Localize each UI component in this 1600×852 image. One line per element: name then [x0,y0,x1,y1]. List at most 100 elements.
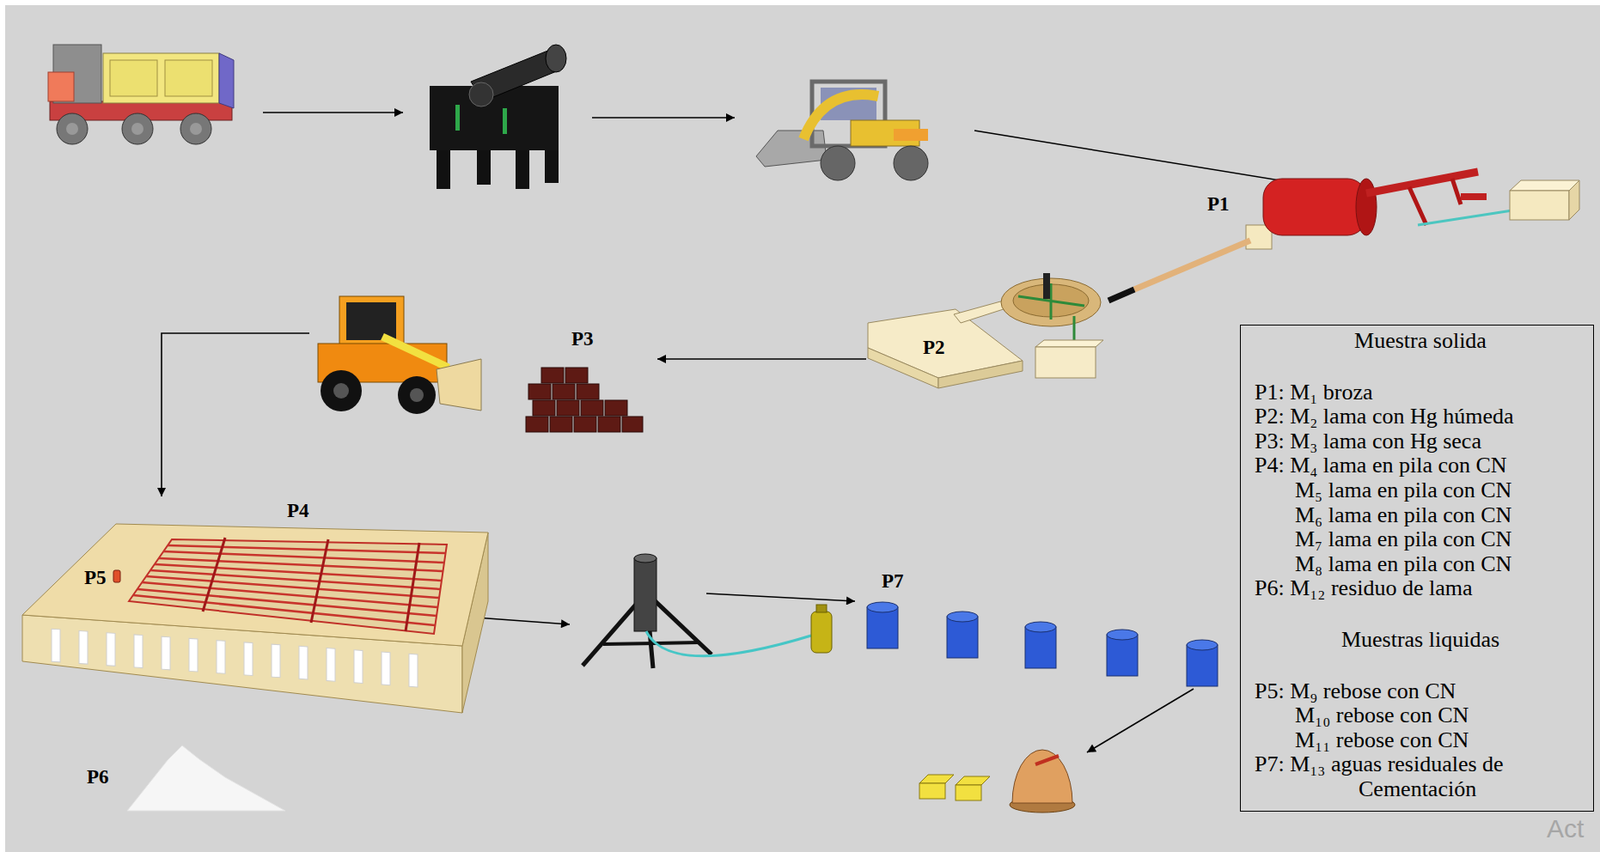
cementation-cylinders [867,602,898,613]
leach-pad [158,558,443,572]
adobe-bricks [604,400,628,416]
leach-pad [216,641,226,675]
cementation-cylinders [867,607,898,649]
leach-pad [409,653,418,688]
key-entry: P4: M₄ lama en pila con CN [1254,453,1587,479]
smelting-furnace [1009,750,1075,813]
flow-arrow [657,358,867,361]
smelting-furnace [1012,750,1073,804]
leach-pad [133,545,446,626]
dump-truck [131,122,144,135]
key-entry: P3: M₃ lama con Hg seca [1254,429,1587,455]
flow-arrow [974,130,1317,187]
leach-pad [128,539,447,635]
skid-loader [756,130,827,167]
amalgamation-unit [1043,273,1051,300]
key-entry: P1: M₁ broza [1254,380,1587,406]
adobe-bricks [532,400,556,416]
leach-pad [244,642,253,677]
front-loader [346,302,397,341]
ball-mill [1355,178,1377,236]
sample-point-label: P7 [881,570,904,593]
amalgamation-unit [1018,283,1085,320]
sample-point-label: P6 [86,766,110,788]
key-entry: P7: M₁₃ aguas residuales de Cementación [1254,752,1587,802]
dump-truck [164,60,213,97]
adobe-bricks [528,384,551,400]
front-loader [409,388,424,403]
cementation-cylinders [867,602,1218,687]
adobe-bricks [525,367,643,433]
flow-arrow [262,111,404,114]
jaw-crusher [436,150,451,190]
cementation-tower [646,631,812,657]
tailings-heap [127,745,286,812]
key-entry: M₇ lama en pila con CN [1254,527,1587,553]
sample-point-label: P3 [571,328,594,350]
cementation-tower [603,642,701,645]
cementation-tower [582,554,812,669]
slurry-pipe [1108,240,1251,301]
watermark: Act [1546,814,1584,843]
key-entry: P5: M₉ rebose con CN [1254,679,1587,705]
dump-truck [219,53,234,109]
cementation-cylinders [946,611,978,623]
leach-pad [22,524,489,647]
sample-point-label: P1 [1207,193,1230,215]
adobe-bricks [580,400,604,416]
ball-mill [1509,190,1570,220]
cementation-cylinders [1186,645,1218,687]
mill-station: P1 [1201,158,1436,261]
adobe-bricks [622,416,643,433]
leach-pad [22,524,489,714]
dump-truck [180,113,212,145]
front-loader [436,359,482,411]
adobe-bricks [574,416,597,433]
adobe-bricks [556,400,580,416]
leach-pad [202,537,420,632]
front-loader [317,296,482,415]
sample-point-label: P5 [84,567,107,589]
flow-arrow [1087,689,1194,753]
adobe-bricks [565,367,588,384]
leach-pad [106,633,116,667]
amalgamation-unit [1001,278,1101,327]
leach-pad [405,543,420,632]
key-entry: P6: M₁₂ residuo de lama [1254,576,1587,602]
leach-pad [326,648,336,683]
amalgamation-unit [1035,347,1096,379]
smelting-furnace [1035,756,1059,765]
jaw-crusher [476,150,491,185]
adobe-bricks [541,367,564,384]
gold-bars [955,776,990,786]
jaw-crusher [545,44,567,73]
gold-bars [919,783,946,800]
slurry-pipe [1108,289,1135,301]
drying-station: P3 [309,283,658,439]
collection-bottle [811,611,832,654]
cementation-cylinders [946,616,978,659]
front-loader [320,370,362,412]
gold-bars [919,775,954,784]
amalgamation-unit [953,300,1009,324]
adobe-bricks [552,384,575,400]
cementation-cylinders [1106,635,1138,677]
skid-loader [756,81,929,181]
leach-pad [51,629,61,663]
key-entry: M₆ lama en pila con CN [1254,503,1587,529]
leach-pile: P4P5 [17,496,495,717]
leach-pad [113,570,121,583]
key-entry: M₁₀ rebose con CN [1254,703,1587,729]
adobe-bricks [525,416,549,433]
flow-arrow [592,116,735,119]
cementation-cylinders [1186,640,1218,651]
front-loader [382,336,449,368]
cementation-station: P7 [869,560,1231,690]
key-entry: P2: M₂ lama con Hg húmeda [1254,404,1587,430]
jaw-crusher [515,150,530,190]
jaw-crusher [455,104,460,131]
amalgamation-station: P2 [866,257,1107,394]
leach-pad [189,638,198,672]
collection-bottle [816,604,827,613]
